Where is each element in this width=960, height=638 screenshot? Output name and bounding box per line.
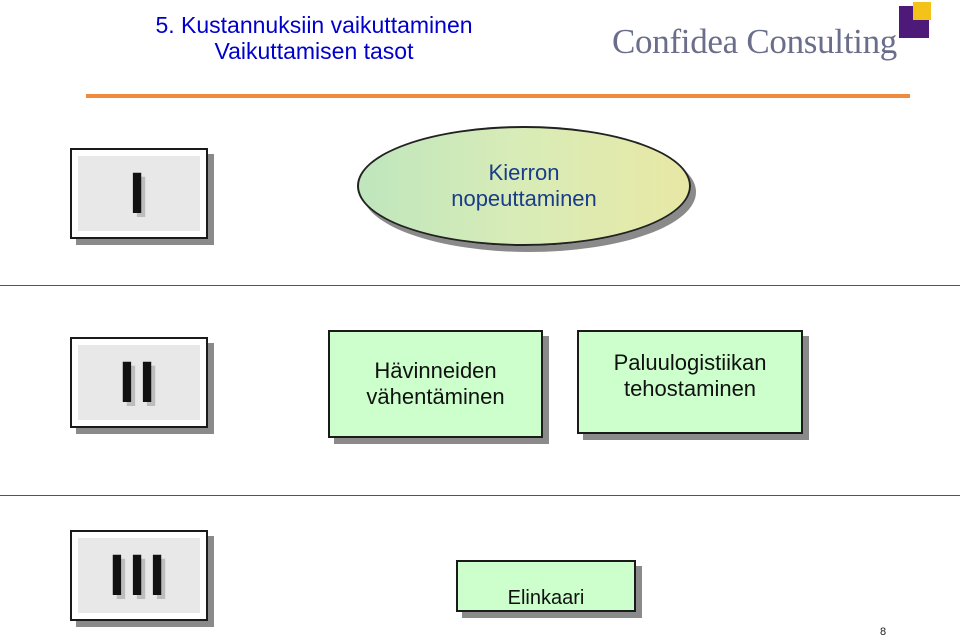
title-line-1: 5. Kustannuksiin vaikuttaminen bbox=[155, 12, 473, 38]
header-divider bbox=[86, 94, 910, 98]
level-1-box: I bbox=[70, 148, 208, 239]
elinkaari-box: Elinkaari bbox=[456, 560, 636, 612]
level-separator-2 bbox=[0, 495, 960, 496]
box-c-line-2: tehostaminen bbox=[623, 376, 757, 401]
level-separator-1 bbox=[0, 285, 960, 286]
elinkaari-label: Elinkaari bbox=[507, 587, 585, 609]
level-3-box: III bbox=[70, 530, 208, 621]
logo-square-yellow-icon bbox=[913, 2, 931, 20]
havinneiden-vahentaminen-box: Hävinneiden vähentäminen bbox=[328, 330, 543, 438]
box-b-line-2: vähentäminen bbox=[366, 384, 505, 409]
paluulogistiikan-tehostaminen-box: Paluulogistiikan tehostaminen bbox=[577, 330, 803, 434]
company-logo-text: Confidea Consulting bbox=[612, 22, 897, 61]
ellipse-line-2: nopeuttaminen bbox=[451, 186, 597, 211]
box-c-line-1: Paluulogistiikan bbox=[613, 350, 767, 375]
level-2-numeral: II bbox=[118, 350, 160, 415]
level-1-numeral: I bbox=[128, 161, 150, 226]
page-number: 8 bbox=[880, 626, 887, 638]
ellipse-line-1: Kierron bbox=[488, 160, 560, 185]
level-3-numeral: III bbox=[108, 543, 170, 608]
slide-title: 5. Kustannuksiin vaikuttaminen Vaikuttam… bbox=[94, 12, 534, 64]
box-b-line-1: Hävinneiden bbox=[374, 358, 497, 383]
level-2-box: II bbox=[70, 337, 208, 428]
kierron-nopeuttaminen-ellipse: Kierron nopeuttaminen bbox=[357, 126, 691, 246]
title-line-2: Vaikuttamisen tasot bbox=[214, 38, 414, 64]
